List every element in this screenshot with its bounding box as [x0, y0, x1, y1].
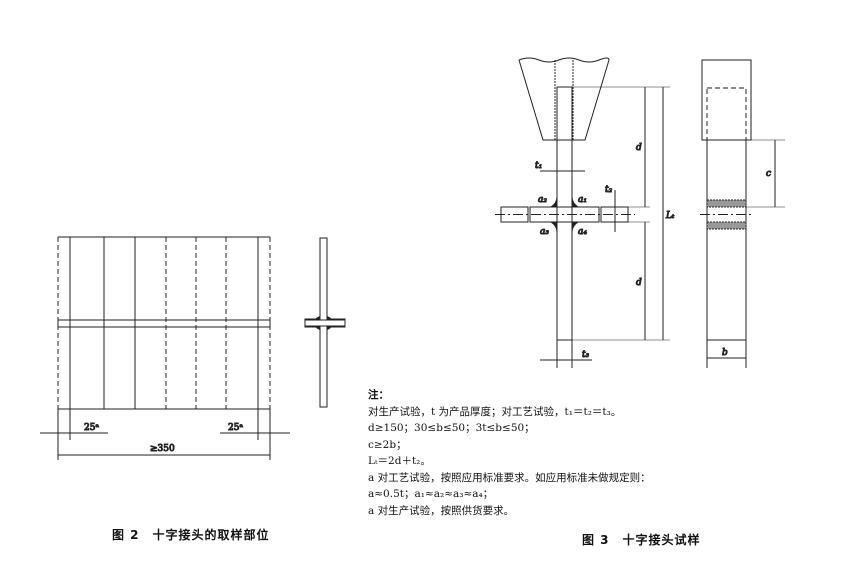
- figure2-side-view: [304, 237, 346, 408]
- dim-350: ≥350: [150, 444, 175, 454]
- figure2-sampling-plan: 25ᵃ 25ᵃ ≥350: [40, 236, 290, 460]
- label-a2: a₂: [538, 195, 547, 205]
- figure3-front-view: d d Lₜ t₁ t₂ t₃ a₁ a₂ a₃ a₄: [495, 57, 675, 368]
- dim-25-left: 25ᵃ: [84, 423, 99, 433]
- note-line: Lₜ＝2d＋t₂。: [368, 455, 431, 467]
- note-line: a≈0.5t；a₁≈a₂≈a₃≈a₄；: [368, 488, 494, 500]
- label-a3: a₃: [540, 227, 549, 237]
- note-line: 对生产试验，t 为产品厚度；对工艺试验，t₁＝t₂＝t₃。: [368, 405, 622, 418]
- note-line: d≥150；30≤b≤50；3t≤b≤50；: [368, 422, 535, 434]
- label-c: c: [766, 169, 771, 179]
- label-a4: a₄: [578, 227, 587, 237]
- label-a1: a₁: [578, 195, 587, 205]
- label-Lt: Lₜ: [665, 211, 675, 221]
- label-b: b: [722, 348, 728, 358]
- label-t1: t₁: [535, 161, 542, 171]
- figure3-caption: 图 3 十字接头试样: [582, 533, 701, 547]
- label-d-bottom: d: [636, 278, 642, 288]
- note-line: a 对生产试验，按照供货要求。: [368, 504, 515, 517]
- figure3-side-view: c b: [700, 59, 785, 368]
- figure2-caption: 图 2 十字接头的取样部位: [112, 528, 270, 542]
- note-line: c≥2b；: [368, 438, 407, 451]
- dim-25-right: 25ᵃ: [228, 423, 243, 433]
- label-d-top: d: [636, 143, 642, 153]
- note-line: 注：: [368, 389, 389, 401]
- label-t2: t₂: [605, 185, 613, 195]
- label-t3: t₃: [582, 350, 590, 360]
- note-line: a 对工艺试验，按照应用标准要求。如应用标准未做规定则：: [368, 471, 651, 484]
- figure3-notes: 注： 对生产试验，t 为产品厚度；对工艺试验，t₁＝t₂＝t₃。 d≥150；3…: [368, 387, 651, 519]
